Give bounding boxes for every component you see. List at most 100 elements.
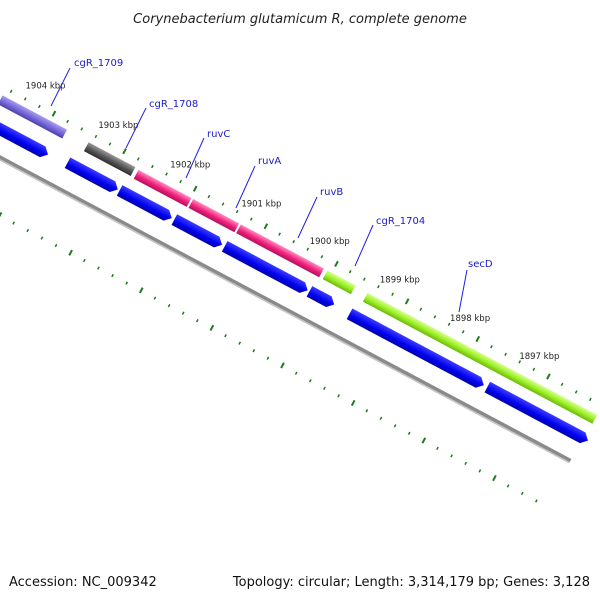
ruler-tick — [12, 221, 16, 225]
ruler-tick — [436, 446, 439, 451]
genome-backbone — [0, 102, 572, 463]
ruler-tick — [450, 454, 453, 458]
ruler-tick — [419, 307, 423, 311]
cds-arrow[interactable] — [346, 308, 487, 391]
ruler-tick — [26, 228, 30, 233]
ruler-tick — [294, 371, 298, 375]
kbp-label: 1901 kbp — [241, 199, 281, 209]
ruler-tick — [263, 223, 269, 230]
ruler-tick — [292, 239, 296, 244]
ruler-tick — [97, 266, 100, 270]
genome-summary-text: Topology: circular; Length: 3,314,179 bp… — [232, 575, 590, 590]
cds-arrow[interactable] — [171, 214, 225, 250]
ruler-tick — [334, 260, 339, 267]
ruler-tick — [308, 379, 312, 383]
ruler-tick — [379, 416, 383, 420]
callout-line — [297, 196, 318, 239]
ruler-tick — [66, 119, 70, 124]
ruler-tick — [377, 285, 380, 289]
gene-label-cgR_1704[interactable]: cgR_1704 — [376, 216, 425, 227]
gene-bar-ruvB[interactable] — [236, 224, 324, 278]
gene-bar-ruvC[interactable] — [133, 169, 192, 207]
ruler-tick — [350, 399, 356, 407]
ruler-tick — [23, 97, 27, 101]
gene-label-ruvB[interactable]: ruvB — [320, 187, 343, 198]
ruler-tick — [362, 277, 366, 281]
gene-track — [0, 95, 598, 424]
ruler-tick — [518, 360, 522, 364]
ruler-tick — [404, 298, 410, 305]
cds-arrow[interactable] — [221, 241, 311, 296]
ruler-tick — [224, 334, 227, 338]
gene-label-cgR_1708[interactable]: cgR_1708 — [149, 99, 198, 110]
ruler-tick — [475, 335, 481, 343]
ruler-tick — [560, 382, 564, 387]
ruler-tick — [278, 232, 281, 236]
outer-tick-ruler — [9, 89, 592, 402]
inner-tick-ruler — [0, 212, 538, 503]
ruler-tick — [51, 110, 57, 117]
callout-line — [125, 107, 147, 149]
ruler-tick — [306, 247, 310, 251]
ruler-tick — [192, 185, 198, 192]
callout-line — [458, 269, 468, 313]
ruler-tick — [207, 194, 211, 199]
ruler-tick — [138, 287, 144, 294]
genome-backbone-shadow — [0, 105, 570, 464]
ruler-tick — [421, 437, 427, 444]
gene-bar-cgR_1709[interactable] — [0, 95, 67, 139]
ruler-tick — [122, 148, 127, 155]
cds-track — [0, 116, 590, 446]
ruler-tick — [111, 273, 114, 278]
gene-label-ruvC[interactable]: ruvC — [207, 129, 230, 140]
kbp-label: 1904 kbp — [26, 81, 66, 91]
kbp-label: 1900 kbp — [310, 237, 350, 247]
ruler-tick — [447, 322, 451, 326]
map-title: Corynebacterium glutamicum R, complete g… — [133, 12, 467, 27]
ruler-tick — [534, 499, 538, 503]
cds-arrow[interactable] — [64, 157, 121, 194]
cds-arrow[interactable] — [0, 116, 51, 160]
cds-arrow[interactable] — [306, 286, 337, 310]
ruler-tick — [588, 397, 592, 402]
ruler-tick — [337, 394, 340, 398]
ruler-tick — [266, 356, 270, 360]
kbp-label: 1902 kbp — [170, 161, 210, 171]
gene-bar-secD[interactable] — [362, 292, 598, 424]
ruler-tick — [108, 142, 112, 146]
kbp-label: 1903 kbp — [98, 121, 138, 131]
gene-label-cgR_1709[interactable]: cgR_1709 — [74, 58, 123, 69]
ruler-tick — [504, 352, 507, 357]
ruler-tick — [209, 324, 215, 331]
gene-bar-cgR_1708[interactable] — [83, 142, 136, 176]
cds-arrow[interactable] — [116, 185, 175, 223]
ruler-tick — [520, 491, 524, 496]
gene-bar-cgR_1704[interactable] — [322, 270, 356, 295]
ruler-tick — [391, 292, 394, 296]
callout-line — [235, 165, 256, 209]
gene-label-ruvA[interactable]: ruvA — [258, 156, 281, 167]
ruler-tick — [136, 157, 140, 161]
ruler-tick — [9, 89, 13, 94]
ruler-tick — [151, 164, 154, 169]
ruler-tick — [0, 212, 3, 219]
ruler-tick — [54, 243, 58, 248]
accession-text: Accession: NC_009342 — [9, 575, 157, 590]
gene-bar-ruvA[interactable] — [188, 198, 240, 233]
ruler-tick — [478, 469, 482, 473]
ruler-tick — [38, 104, 41, 109]
ruler-tick — [320, 255, 324, 259]
ruler-tick — [82, 258, 86, 263]
ruler-tick — [574, 390, 578, 394]
ruler-tick — [181, 311, 185, 315]
ruler-tick — [393, 424, 397, 428]
gene-label-secD[interactable]: secD — [468, 259, 493, 270]
ruler-tick — [506, 484, 510, 488]
ruler-tick — [68, 249, 73, 256]
cds-arrow[interactable] — [484, 381, 590, 446]
ruler-tick — [252, 349, 256, 353]
ruler-tick — [490, 345, 493, 349]
ruler-tick — [153, 296, 157, 300]
ruler-tick — [179, 179, 183, 184]
